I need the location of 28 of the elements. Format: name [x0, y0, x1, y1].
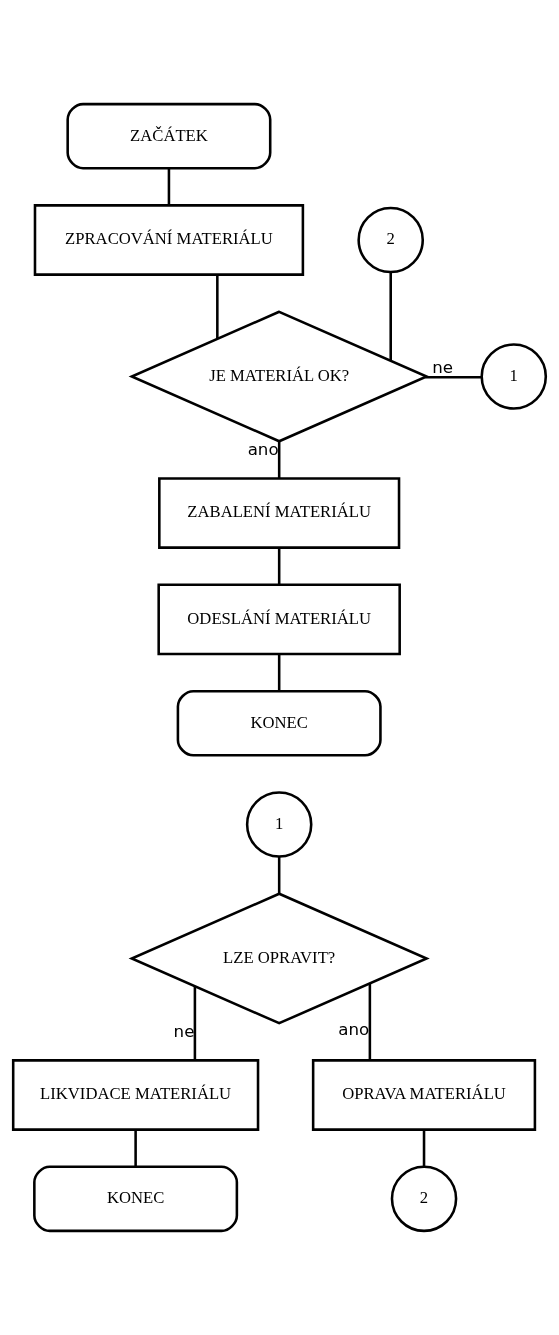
connector [389, 272, 392, 361]
node-circle: 2 [390, 1165, 458, 1233]
connector [167, 168, 171, 206]
connector [425, 375, 482, 379]
edge-label: ne [432, 357, 453, 377]
node-box: ZPRACOVÁNÍ MATERIÁLU [33, 204, 305, 276]
node-circle: 2 [357, 206, 425, 274]
connector [368, 983, 372, 1061]
connector [277, 547, 281, 585]
connector [277, 856, 281, 894]
node-diamond: JE MATERIÁL OK? [128, 310, 430, 443]
edge-label: ano [247, 440, 279, 460]
node-circle: 1 [245, 791, 313, 858]
node-diamond: LZE OPRAVIT? [128, 892, 430, 1025]
connector [277, 441, 281, 479]
node-box: ZABALENÍ MATERIÁLU [158, 477, 401, 549]
connector [216, 274, 219, 339]
node-box: KONEC [33, 1165, 239, 1233]
node-box: ZAČÁTEK [66, 102, 272, 170]
node-box: ODESLÁNÍ MATERIÁLU [157, 583, 401, 656]
connector [193, 986, 197, 1061]
connector [134, 1130, 137, 1167]
connector [422, 1130, 426, 1167]
node-box: OPRAVA MATERIÁLU [311, 1059, 537, 1131]
node-circle: 1 [480, 343, 548, 410]
node-box: KONEC [176, 689, 382, 757]
node-box: LIKVIDACE MATERIÁLU [11, 1059, 260, 1131]
connector [277, 654, 281, 691]
